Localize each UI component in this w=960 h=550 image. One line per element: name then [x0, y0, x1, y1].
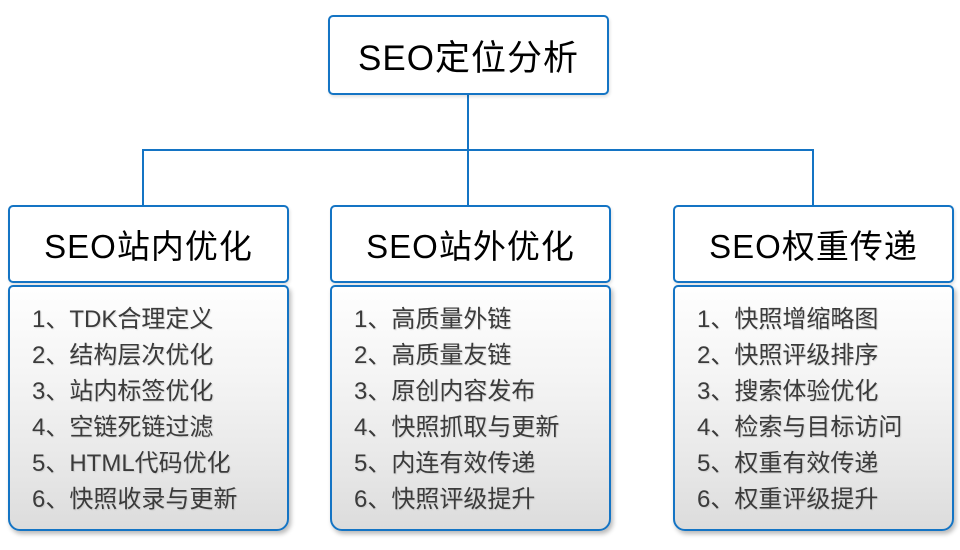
- branch-header-offsite: SEO站外优化: [330, 205, 611, 283]
- branch-title: SEO站内优化: [44, 228, 253, 265]
- list-item: 1、高质量外链: [354, 306, 512, 333]
- root-node-title: SEO定位分析: [358, 38, 579, 78]
- list-item: 1、快照增缩略图: [697, 306, 879, 333]
- list-item: 4、快照抓取与更新: [354, 414, 560, 441]
- connector-drop-left: [142, 149, 144, 206]
- root-node: SEO定位分析: [328, 15, 609, 95]
- list-item: 1、TDK合理定义: [32, 306, 214, 333]
- list-item: 5、HTML代码优化: [32, 450, 231, 477]
- list-item: 6、快照收录与更新: [32, 486, 238, 513]
- list-item: 6、快照评级提升: [354, 486, 536, 513]
- branch-header-onsite: SEO站内优化: [8, 205, 289, 283]
- branch-title: SEO站外优化: [366, 228, 575, 265]
- connector-horizontal-rail: [142, 149, 814, 151]
- list-item: 2、高质量友链: [354, 342, 512, 369]
- list-item: 2、结构层次优化: [32, 342, 214, 369]
- list-item: 5、权重有效传递: [697, 450, 879, 477]
- list-item: 3、搜索体验优化: [697, 378, 879, 405]
- connector-drop-middle: [467, 149, 469, 206]
- list-item: 5、内连有效传递: [354, 450, 536, 477]
- branch-header-weight: SEO权重传递: [673, 205, 954, 283]
- branch-title: SEO权重传递: [709, 228, 918, 265]
- list-item: 4、检索与目标访问: [697, 414, 903, 441]
- connector-drop-right: [812, 149, 814, 206]
- connector-root-vertical: [467, 95, 469, 151]
- branch-list-offsite: 1、高质量外链 2、高质量友链 3、原创内容发布 4、快照抓取与更新 5、内连有…: [330, 285, 611, 531]
- list-item: 3、原创内容发布: [354, 378, 536, 405]
- list-item: 6、权重评级提升: [697, 486, 879, 513]
- branch-list-onsite: 1、TDK合理定义 2、结构层次优化 3、站内标签优化 4、空链死链过滤 5、H…: [8, 285, 289, 531]
- branch-list-weight: 1、快照增缩略图 2、快照评级排序 3、搜索体验优化 4、检索与目标访问 5、权…: [673, 285, 954, 531]
- list-item: 4、空链死链过滤: [32, 414, 214, 441]
- list-item: 3、站内标签优化: [32, 378, 214, 405]
- list-item: 2、快照评级排序: [697, 342, 879, 369]
